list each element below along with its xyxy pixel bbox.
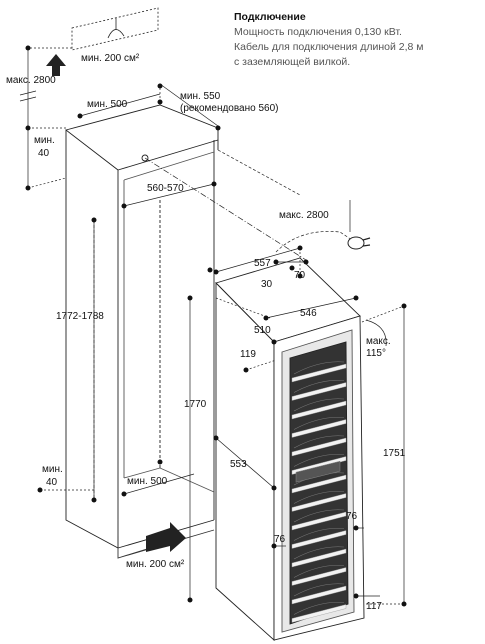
wine-shelf [291, 419, 347, 438]
bottle-row [293, 583, 345, 597]
wine-shelf [291, 474, 347, 494]
dim-546-label: 546 [300, 308, 317, 319]
bottle-row [293, 416, 345, 430]
vent-arrow-right [146, 522, 186, 552]
wine-shelf [291, 585, 347, 605]
val-40-bottom-label: 40 [46, 477, 58, 488]
min-500-top-label: мин. 500 [87, 99, 128, 110]
bottle-row [293, 527, 345, 541]
vent-bottom-label: мин. 200 см² [126, 559, 185, 570]
wine-shelves [291, 361, 347, 623]
power-cable [275, 200, 353, 253]
dim-119-label: 119 [240, 349, 256, 360]
wine-shelf [291, 604, 347, 623]
bottle-row [293, 361, 345, 375]
bottle-row [293, 509, 345, 523]
angle-115-label: 115° [366, 348, 386, 359]
control-panel [295, 460, 341, 483]
bottle-row [293, 453, 345, 467]
wine-shelf [291, 511, 347, 531]
dim-117-label: 117 [366, 601, 382, 612]
connection-cable: Кабель для подключения длиной 2,8 м [234, 41, 424, 53]
dim-1770-label: 1770 [184, 399, 207, 410]
dim-70-label: 70 [294, 270, 306, 281]
vent-arrow-up [46, 54, 66, 76]
wine-shelf [291, 567, 347, 586]
dim-30-label: 30 [261, 279, 273, 290]
wine-shelf [291, 400, 347, 420]
dimension-dots-left [25, 45, 221, 503]
dim-76-left-label: 76 [274, 534, 286, 545]
wine-shelf [291, 530, 347, 549]
bottle-row [293, 601, 345, 615]
connection-heading: Подключение [234, 11, 306, 23]
bottle-row [293, 398, 345, 412]
niche-height-label: 1772-1788 [56, 311, 104, 322]
wine-cabinet [215, 257, 365, 642]
max-angle-label: макс. [366, 336, 391, 347]
bottle-row [293, 564, 345, 578]
dimension-lines-left [19, 47, 307, 500]
bottle-row [293, 490, 345, 504]
min-500-bottom-label: мин. 500 [127, 476, 168, 487]
cabinet-niche [65, 104, 219, 559]
connection-plug: с заземляющей вилкой. [234, 56, 351, 68]
min-top-label: мин. [34, 135, 55, 146]
dim-510-label: 510 [254, 325, 271, 336]
bottle-row [293, 546, 345, 560]
connection-power: Мощность подключения 0,130 кВт. [234, 26, 402, 38]
dim-1751-label: 1751 [383, 448, 406, 459]
bottle-row [293, 435, 345, 449]
dimension-dots-right [187, 245, 407, 607]
ceiling-vent-box [71, 7, 159, 51]
dimension-lines-right [189, 247, 405, 605]
connection-info: Подключение Мощность подключения 0,130 к… [234, 10, 423, 70]
min-bottom-label: мин. [42, 464, 63, 475]
val-40-top-label: 40 [38, 148, 50, 159]
min-550-label: мин. 550 [180, 91, 221, 102]
dim-553-label: 553 [230, 459, 247, 470]
vent-top-label: мин. 200 см² [81, 53, 140, 64]
max-2800-left-label: макс. 2800 [6, 75, 56, 86]
dim-76-right-label: 76 [346, 511, 358, 522]
wine-shelf [291, 548, 347, 568]
recommended-560-label: (рекомендовано 560) [180, 103, 279, 114]
bottle-row [293, 379, 345, 393]
dim-557-label: 557 [254, 258, 271, 269]
max-2800-right-label: макс. 2800 [279, 210, 329, 221]
wine-shelf [291, 493, 347, 512]
wine-shelf [291, 363, 347, 383]
wine-shelf [291, 382, 347, 401]
wine-shelf [291, 437, 347, 457]
power-plug-icon [347, 236, 371, 250]
niche-width-label: 560-570 [147, 183, 184, 194]
